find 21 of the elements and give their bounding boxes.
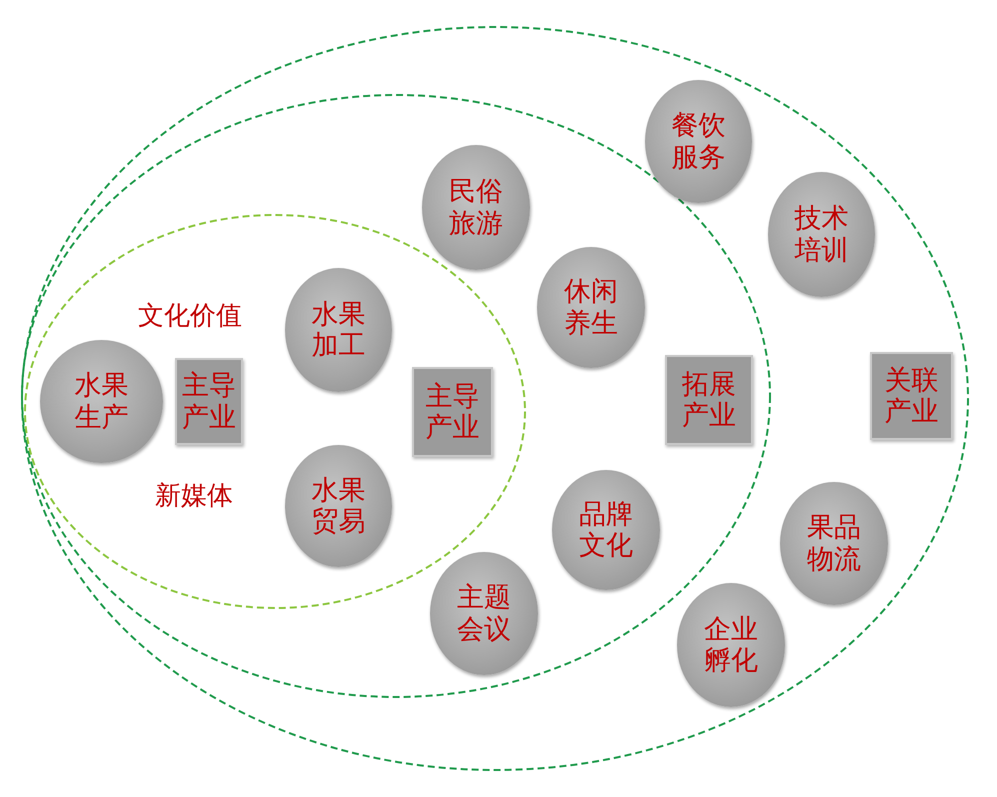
node-label: 水果加工	[310, 298, 366, 362]
square-node	[870, 352, 953, 440]
node-label: 果品物流	[806, 512, 862, 575]
node-label: 技术培训	[794, 203, 850, 266]
node-label: 主题会议	[456, 582, 512, 645]
node-label: 拓展产业	[681, 368, 737, 432]
annotation-text: 文化价值	[138, 300, 242, 333]
node-label: 关联产业	[884, 364, 940, 428]
node-label: 主导产业	[424, 380, 480, 444]
square-node	[412, 367, 493, 457]
node-label: 民俗旅游	[448, 176, 504, 239]
annotation-text: 新媒体	[155, 480, 233, 513]
node-label: 餐饮服务	[670, 110, 726, 173]
node-label: 企业孵化	[703, 614, 759, 676]
square-node	[665, 355, 753, 445]
node-label: 休闲养生	[563, 276, 619, 339]
node-label: 水果贸易	[310, 474, 366, 538]
node-label: 主导产业	[181, 370, 237, 433]
node-label: 品牌文化	[578, 498, 634, 562]
square-node	[175, 358, 243, 445]
node-label: 水果生产	[74, 370, 130, 433]
